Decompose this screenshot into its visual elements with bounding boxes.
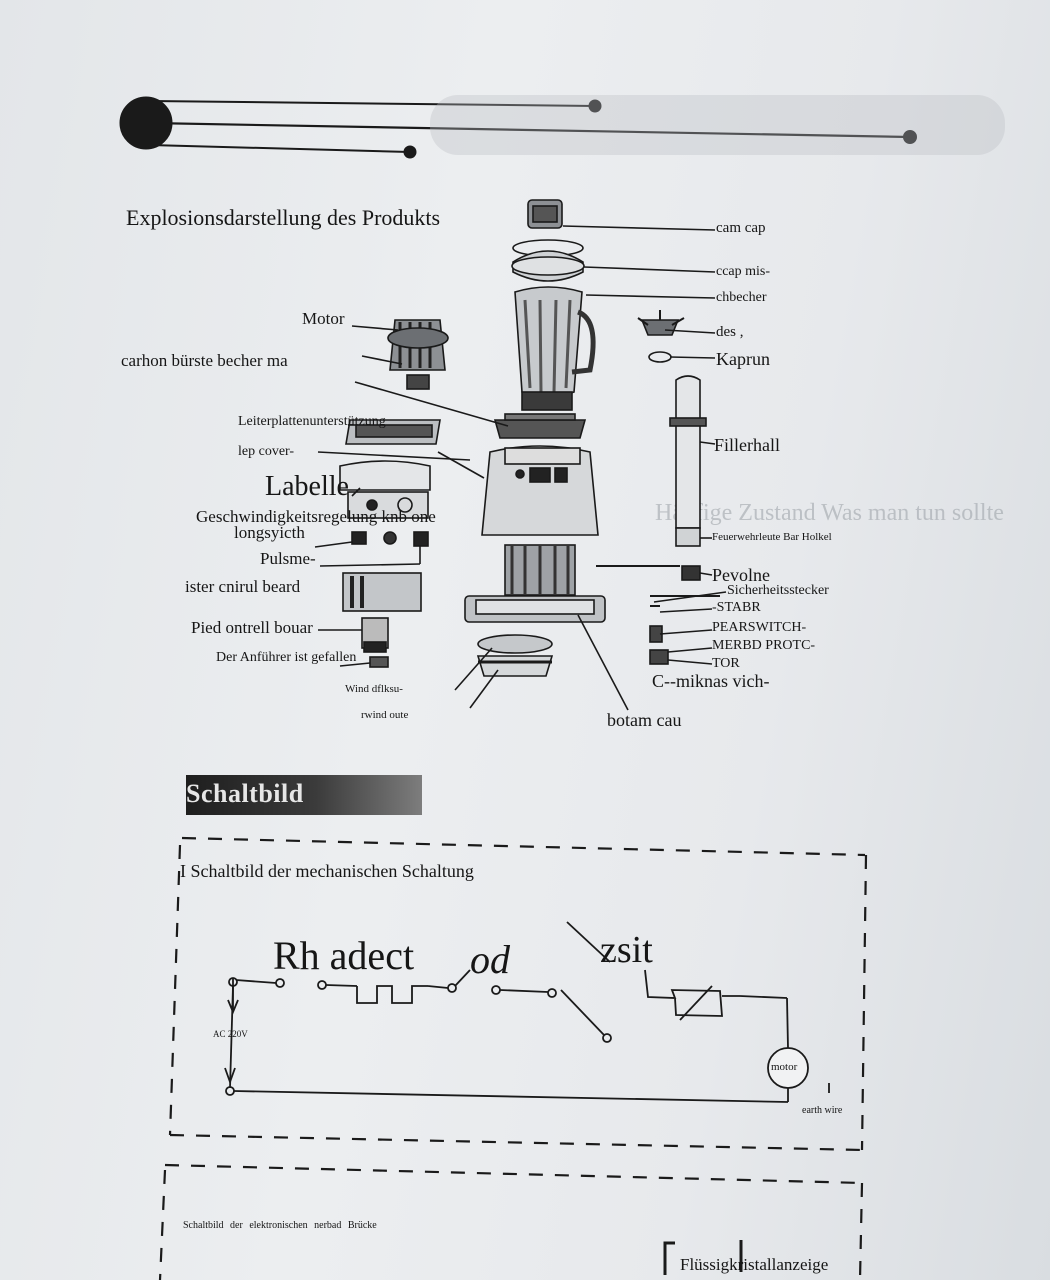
label-motor: Motor [302,309,345,328]
circuit-label-zsit: zsit [600,929,653,971]
label-cam-cap: cam cap [716,220,766,236]
label-feuerwehr: Feuerwehrleute Bar Holkel [712,531,832,543]
header-ornament [119,95,1005,159]
label-labelle: Labelle [265,471,349,502]
circuit-label-od: od [470,937,510,982]
lcd-label: Flüssigkristallanzeige [680,1255,829,1274]
mechanical-circuit [224,921,830,1103]
circuit-motor-label: motor [771,1061,798,1073]
section-heading: Schaltbild [186,779,304,808]
label-becher: chbecher [716,290,767,305]
label-des: des , [716,324,744,340]
label-pcb-support: Leiterplattenunterstützung [238,414,386,429]
label-filler: Fillerhall [714,435,780,455]
circuit-box-2 [158,1163,864,1280]
label-merbd: MERBD PROTC- [712,638,816,653]
label-anfuehrer: Der Anführer ist gefallen [216,650,357,665]
circuit2-title: Schaltbild der elektronischen nerbad Brü… [183,1220,377,1231]
circuit-voltage: AC 220V [213,1029,248,1039]
label-pearswitch: PEARSWITCH- [712,620,807,635]
lcd-bracket [663,1240,743,1275]
label-wind-1: Wind dflksu- [345,683,403,695]
circuit-box-1 [168,836,868,1152]
label-carbon-brush: carhon bürste becher ma [121,351,288,370]
label-long-switch: longsyicth [234,523,305,542]
label-kaprun: Kaprun [716,349,770,369]
label-control-board: ister cnirul beard [185,577,301,596]
label-pulse: Pulsme- [260,549,316,568]
page-title: Explosionsdarstellung des Produkts [126,205,441,230]
label-miknas: C--miknas vich- [652,671,770,691]
circuit-label-rh: Rh adect [273,933,415,978]
label-tor: TOR [712,656,740,671]
label-pied-board: Pied ontrell bouar [191,618,313,637]
section-heading-bar: Schaltbild [186,775,422,815]
circuit-earth-wire: earth wire [802,1105,843,1116]
label-sicherheit: Sicherheitsstecker [727,583,829,598]
blender-drawing [339,199,720,677]
background-heading: Häufige Zustand Was man tun sollte [655,500,1004,526]
label-pevolne: Pevolne [712,565,770,585]
leader-lines [314,225,727,711]
label-cap-mis: ccap mis- [716,264,771,279]
label-stabr: -STABR [712,600,761,615]
label-botam: botam cau [607,710,682,730]
label-wind-2: rwind oute [361,709,409,721]
label-lep-cover: lep cover- [238,444,295,459]
circuit-title: I Schaltbild der mechanischen Schaltung [180,861,474,881]
label-speed-control: Geschwindigkeitsregelung knb one [196,507,436,526]
